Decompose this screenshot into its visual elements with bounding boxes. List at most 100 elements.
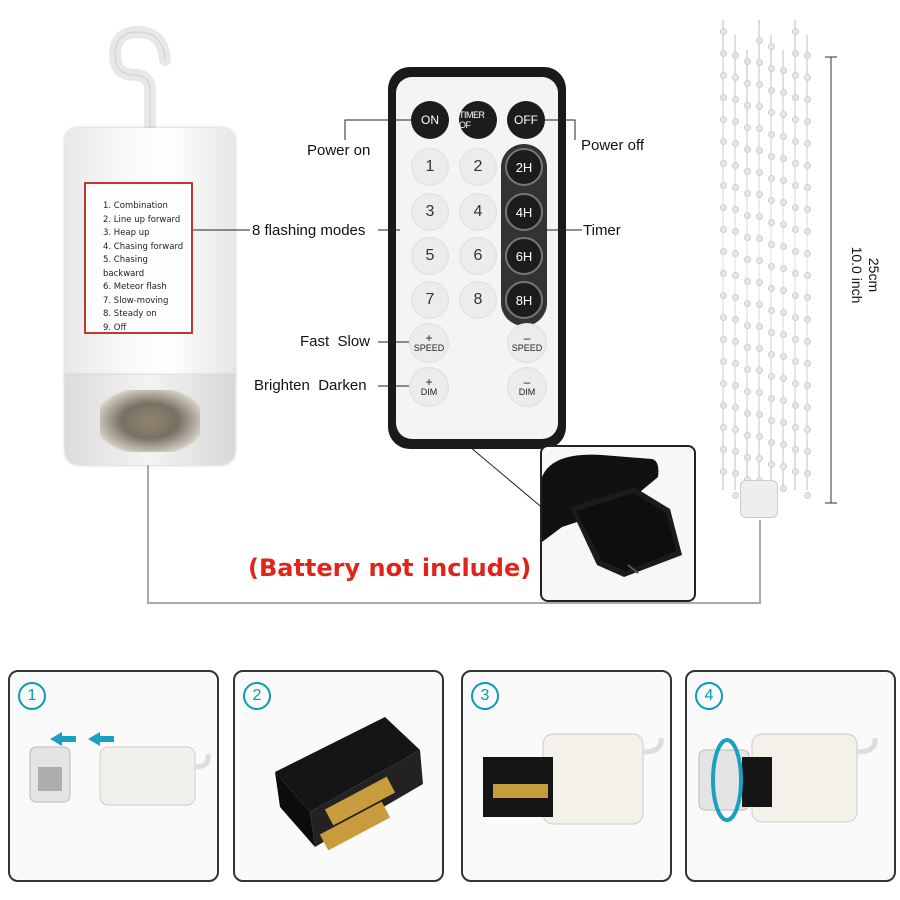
led-bead <box>732 74 739 81</box>
mode-item: 1. Combination <box>103 201 168 211</box>
mode-button-1[interactable]: 1 <box>411 148 449 186</box>
led-bead <box>780 331 787 338</box>
step-number: 3 <box>471 682 499 710</box>
mode-button-8[interactable]: 8 <box>459 281 497 319</box>
led-bead <box>756 59 763 66</box>
led-bead <box>732 448 739 455</box>
led-bead <box>780 309 787 316</box>
mode-button-4[interactable]: 4 <box>459 193 497 231</box>
led-bead <box>804 206 811 213</box>
led-bead <box>720 336 727 343</box>
speed-label: SPEED <box>511 343 543 353</box>
plus-icon: + <box>425 331 433 345</box>
led-bead <box>720 116 727 123</box>
led-bead <box>768 153 775 160</box>
led-bead <box>792 468 799 475</box>
led-bead <box>804 162 811 169</box>
led-bead <box>792 226 799 233</box>
led-bead <box>720 424 727 431</box>
led-bead <box>744 102 751 109</box>
led-bead <box>732 360 739 367</box>
callout-brighten-darken: Brighten Darken <box>254 377 367 394</box>
led-bead <box>744 190 751 197</box>
led-bead <box>732 118 739 125</box>
speed-minus-button[interactable]: – SPEED <box>507 323 547 363</box>
step-3-illustration <box>483 733 664 825</box>
size-cm: 25cm <box>866 257 882 293</box>
mode-button-6[interactable]: 6 <box>459 237 497 275</box>
step-4-illustration <box>698 733 878 823</box>
led-bead <box>768 219 775 226</box>
mode-button-5[interactable]: 5 <box>411 237 449 275</box>
led-bead <box>756 389 763 396</box>
led-bead <box>792 138 799 145</box>
led-bead <box>804 74 811 81</box>
led-bead <box>780 485 787 492</box>
led-bead <box>804 184 811 191</box>
timer-off-button[interactable]: TIMER OF <box>459 101 497 139</box>
led-bead <box>804 250 811 257</box>
step-card-2: 2 <box>233 670 444 882</box>
led-bead <box>720 292 727 299</box>
led-bead <box>756 213 763 220</box>
led-bead <box>792 182 799 189</box>
timer-2h-button[interactable]: 2H <box>505 148 543 186</box>
led-bead <box>720 446 727 453</box>
led-bead <box>780 265 787 272</box>
led-bead <box>720 468 727 475</box>
timer-4h-button[interactable]: 4H <box>505 193 543 231</box>
dim-plus-button[interactable]: + DIM <box>409 367 449 407</box>
led-bead <box>804 316 811 323</box>
timer-8h-button[interactable]: 8H <box>505 281 543 319</box>
light-strand <box>770 35 772 490</box>
led-bead <box>768 351 775 358</box>
led-bead <box>744 322 751 329</box>
led-bead <box>720 358 727 365</box>
minus-icon: – <box>523 331 531 345</box>
led-bead <box>756 103 763 110</box>
led-bead <box>792 270 799 277</box>
led-bead <box>780 67 787 74</box>
led-bead <box>744 410 751 417</box>
led-bead <box>744 432 751 439</box>
timer-6h-button[interactable]: 6H <box>505 237 543 275</box>
mode-button-7[interactable]: 7 <box>411 281 449 319</box>
light-strand <box>758 20 760 490</box>
led-bead <box>768 439 775 446</box>
minus-icon: – <box>523 375 531 389</box>
led-bead <box>768 241 775 248</box>
off-button[interactable]: OFF <box>507 101 545 139</box>
led-bead <box>756 125 763 132</box>
led-bead <box>792 292 799 299</box>
callout-power-off: Power off <box>581 137 645 154</box>
led-bead <box>768 175 775 182</box>
dim-minus-button[interactable]: – DIM <box>507 367 547 407</box>
led-bead <box>792 358 799 365</box>
callout-power-on: Power on <box>307 142 371 159</box>
led-bead <box>744 168 751 175</box>
led-bead <box>792 314 799 321</box>
led-bead <box>804 140 811 147</box>
led-bead <box>720 248 727 255</box>
led-bead <box>768 285 775 292</box>
led-bead <box>768 395 775 402</box>
led-bead <box>756 37 763 44</box>
speed-plus-button[interactable]: + SPEED <box>409 323 449 363</box>
on-button[interactable]: ON <box>411 101 449 139</box>
led-bead <box>792 50 799 57</box>
led-bead <box>744 80 751 87</box>
remote-back-illustration <box>542 454 682 577</box>
callout-timer: Timer <box>583 222 621 239</box>
led-bead <box>732 294 739 301</box>
led-bead <box>756 455 763 462</box>
led-bead <box>756 345 763 352</box>
mode-button-3[interactable]: 3 <box>411 193 449 231</box>
callout-fast-slow: Fast Slow <box>300 333 371 350</box>
led-bead <box>768 43 775 50</box>
mode-button-2[interactable]: 2 <box>459 148 497 186</box>
hook-icon <box>108 25 171 130</box>
led-bead <box>720 94 727 101</box>
led-bead <box>768 307 775 314</box>
led-bead <box>744 344 751 351</box>
led-bead <box>780 221 787 228</box>
